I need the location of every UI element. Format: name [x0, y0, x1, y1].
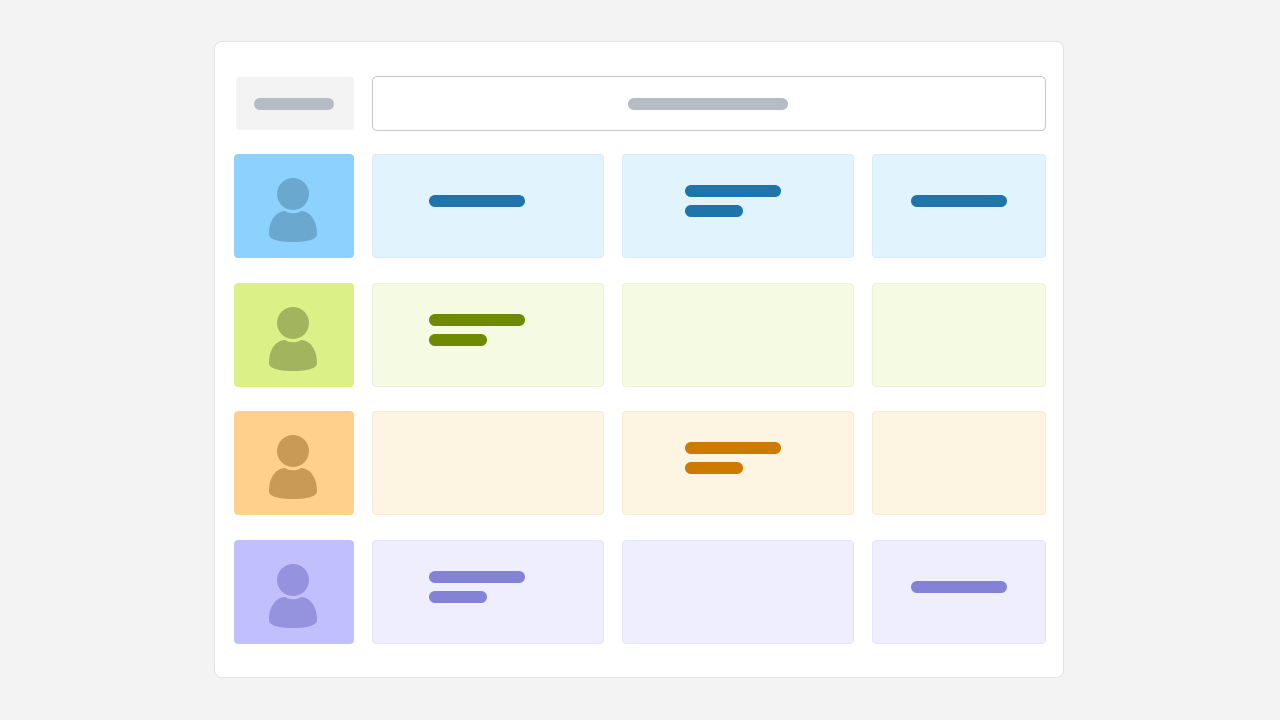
text-placeholder-bar: [429, 334, 487, 346]
avatar-cell-purple: [234, 540, 354, 644]
header-cell: [372, 76, 1046, 131]
person-icon: [269, 564, 317, 628]
table-card: [214, 41, 1064, 678]
person-icon: [269, 435, 317, 499]
cell-blue-3: [872, 154, 1046, 258]
text-placeholder-bar: [685, 462, 743, 474]
avatar-cell-blue: [234, 154, 354, 258]
cell-blue-1: [372, 154, 604, 258]
cell-green-1: [372, 283, 604, 387]
corner-placeholder-bar: [254, 98, 334, 110]
text-placeholder-bar: [429, 314, 525, 326]
text-placeholder-bar: [685, 205, 743, 217]
cell-purple-3: [872, 540, 1046, 644]
text-placeholder-bar: [911, 195, 1007, 207]
avatar-cell-green: [234, 283, 354, 387]
cell-orange-3: [872, 411, 1046, 515]
cell-purple-1: [372, 540, 604, 644]
person-icon: [269, 307, 317, 371]
cell-green-3: [872, 283, 1046, 387]
cell-orange-2: [622, 411, 854, 515]
text-placeholder-bar: [685, 442, 781, 454]
corner-cell: [236, 77, 354, 130]
text-placeholder-bar: [429, 591, 487, 603]
cell-orange-1: [372, 411, 604, 515]
avatar-cell-orange: [234, 411, 354, 515]
header-placeholder-bar: [628, 98, 788, 110]
text-placeholder-bar: [429, 195, 525, 207]
text-placeholder-bar: [429, 571, 525, 583]
cell-green-2: [622, 283, 854, 387]
person-icon: [269, 178, 317, 242]
text-placeholder-bar: [685, 185, 781, 197]
cell-blue-2: [622, 154, 854, 258]
text-placeholder-bar: [911, 581, 1007, 593]
cell-purple-2: [622, 540, 854, 644]
